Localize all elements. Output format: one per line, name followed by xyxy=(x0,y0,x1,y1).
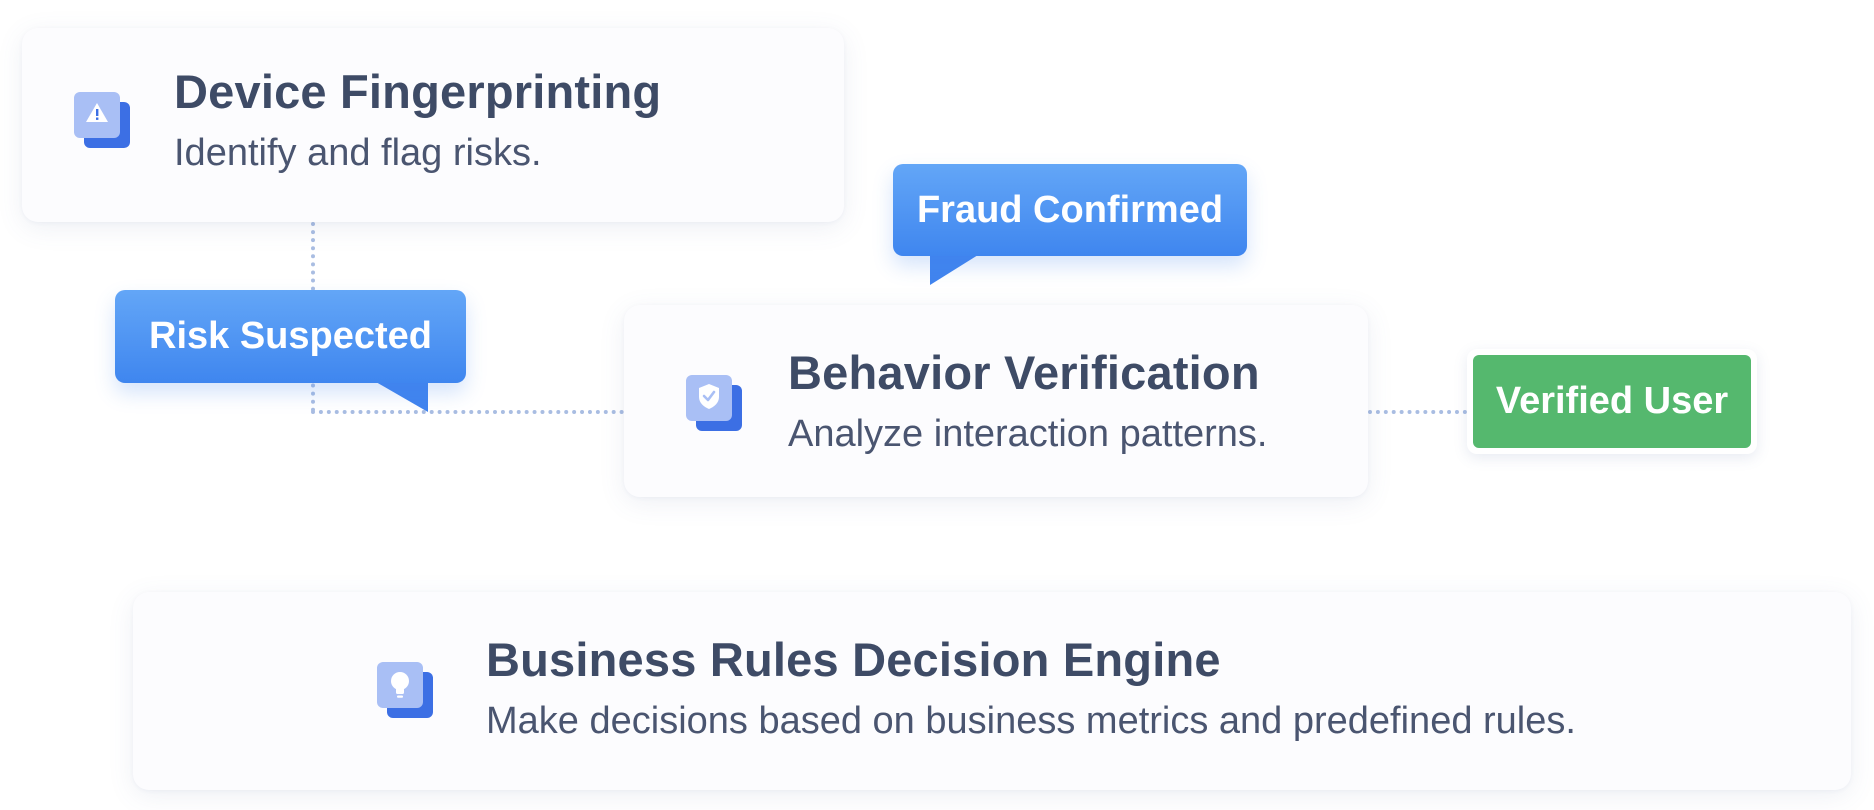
behavior-verification-card[interactable]: Behavior Verification Analyze interactio… xyxy=(624,305,1368,497)
shield-check-icon xyxy=(684,371,746,437)
behavior-verification-title: Behavior Verification xyxy=(788,346,1260,399)
business-rules-title: Business Rules Decision Engine xyxy=(486,633,1221,686)
fraud-confirmed-label: Fraud Confirmed xyxy=(893,164,1247,256)
connector-risk-to-behavior xyxy=(311,410,624,414)
risk-suspected-tail xyxy=(376,382,428,412)
business-rules-description: Make decisions based on business metrics… xyxy=(486,700,1576,742)
lightbulb-icon xyxy=(375,658,437,724)
device-fingerprinting-card[interactable]: Device Fingerprinting Identify and flag … xyxy=(22,28,844,222)
behavior-verification-description: Analyze interaction patterns. xyxy=(788,413,1268,455)
connector-behavior-to-verified xyxy=(1368,410,1467,414)
warning-icon xyxy=(72,88,134,154)
device-fingerprinting-description: Identify and flag risks. xyxy=(174,132,542,174)
verified-user-badge: Verified User xyxy=(1467,349,1757,454)
device-fingerprinting-title: Device Fingerprinting xyxy=(174,65,662,118)
fraud-confirmed-tail xyxy=(930,255,978,285)
verified-user-label: Verified User xyxy=(1473,355,1751,448)
risk-suspected-label: Risk Suspected xyxy=(115,290,466,383)
business-rules-card[interactable]: Business Rules Decision Engine Make deci… xyxy=(133,592,1851,790)
